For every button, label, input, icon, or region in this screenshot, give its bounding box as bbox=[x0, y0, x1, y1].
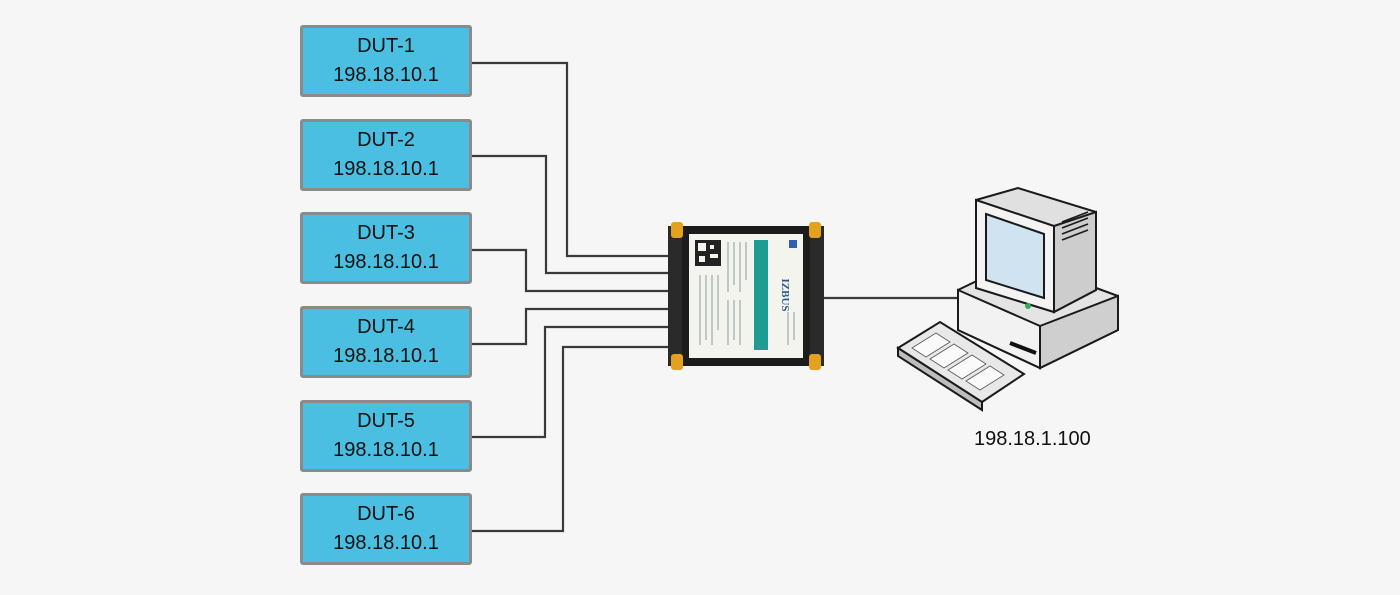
dut-name: DUT-4 bbox=[357, 316, 415, 338]
gateway-brand: IZBUS bbox=[779, 278, 791, 311]
dut-box-1: DUT-1 198.18.10.1 bbox=[300, 25, 472, 97]
dut-name: DUT-1 bbox=[357, 35, 415, 57]
dut-ip: 198.18.10.1 bbox=[333, 251, 439, 273]
wire-dut-5 bbox=[472, 325, 668, 439]
dut-ip: 198.18.10.1 bbox=[333, 532, 439, 554]
dut-box-5: DUT-5 198.18.10.1 bbox=[300, 400, 472, 472]
dut-ip: 198.18.10.1 bbox=[333, 439, 439, 461]
gateway-device: IZBUS bbox=[668, 222, 824, 370]
connection-wires bbox=[472, 61, 958, 533]
dut-box-6: DUT-6 198.18.10.1 bbox=[300, 493, 472, 565]
dut-name: DUT-2 bbox=[357, 129, 415, 151]
wire-dut-1 bbox=[472, 61, 668, 258]
wire-dut-2 bbox=[472, 154, 668, 275]
computer-icon bbox=[896, 186, 1119, 412]
dut-box-2: DUT-2 198.18.10.1 bbox=[300, 119, 472, 191]
dut-name: DUT-3 bbox=[357, 222, 415, 244]
dut-name: DUT-6 bbox=[357, 503, 415, 525]
wire-dut-6 bbox=[472, 345, 668, 533]
dut-ip: 198.18.10.1 bbox=[333, 158, 439, 180]
dut-name: DUT-5 bbox=[357, 410, 415, 432]
wire-dut-3 bbox=[472, 248, 668, 293]
pc-ip-label: 198.18.1.100 bbox=[974, 428, 1091, 450]
dut-ip: 198.18.10.1 bbox=[333, 345, 439, 367]
dut-box-4: DUT-4 198.18.10.1 bbox=[300, 306, 472, 378]
wire-dut-4 bbox=[472, 307, 668, 346]
dut-box-3: DUT-3 198.18.10.1 bbox=[300, 212, 472, 284]
dut-ip: 198.18.10.1 bbox=[333, 64, 439, 86]
